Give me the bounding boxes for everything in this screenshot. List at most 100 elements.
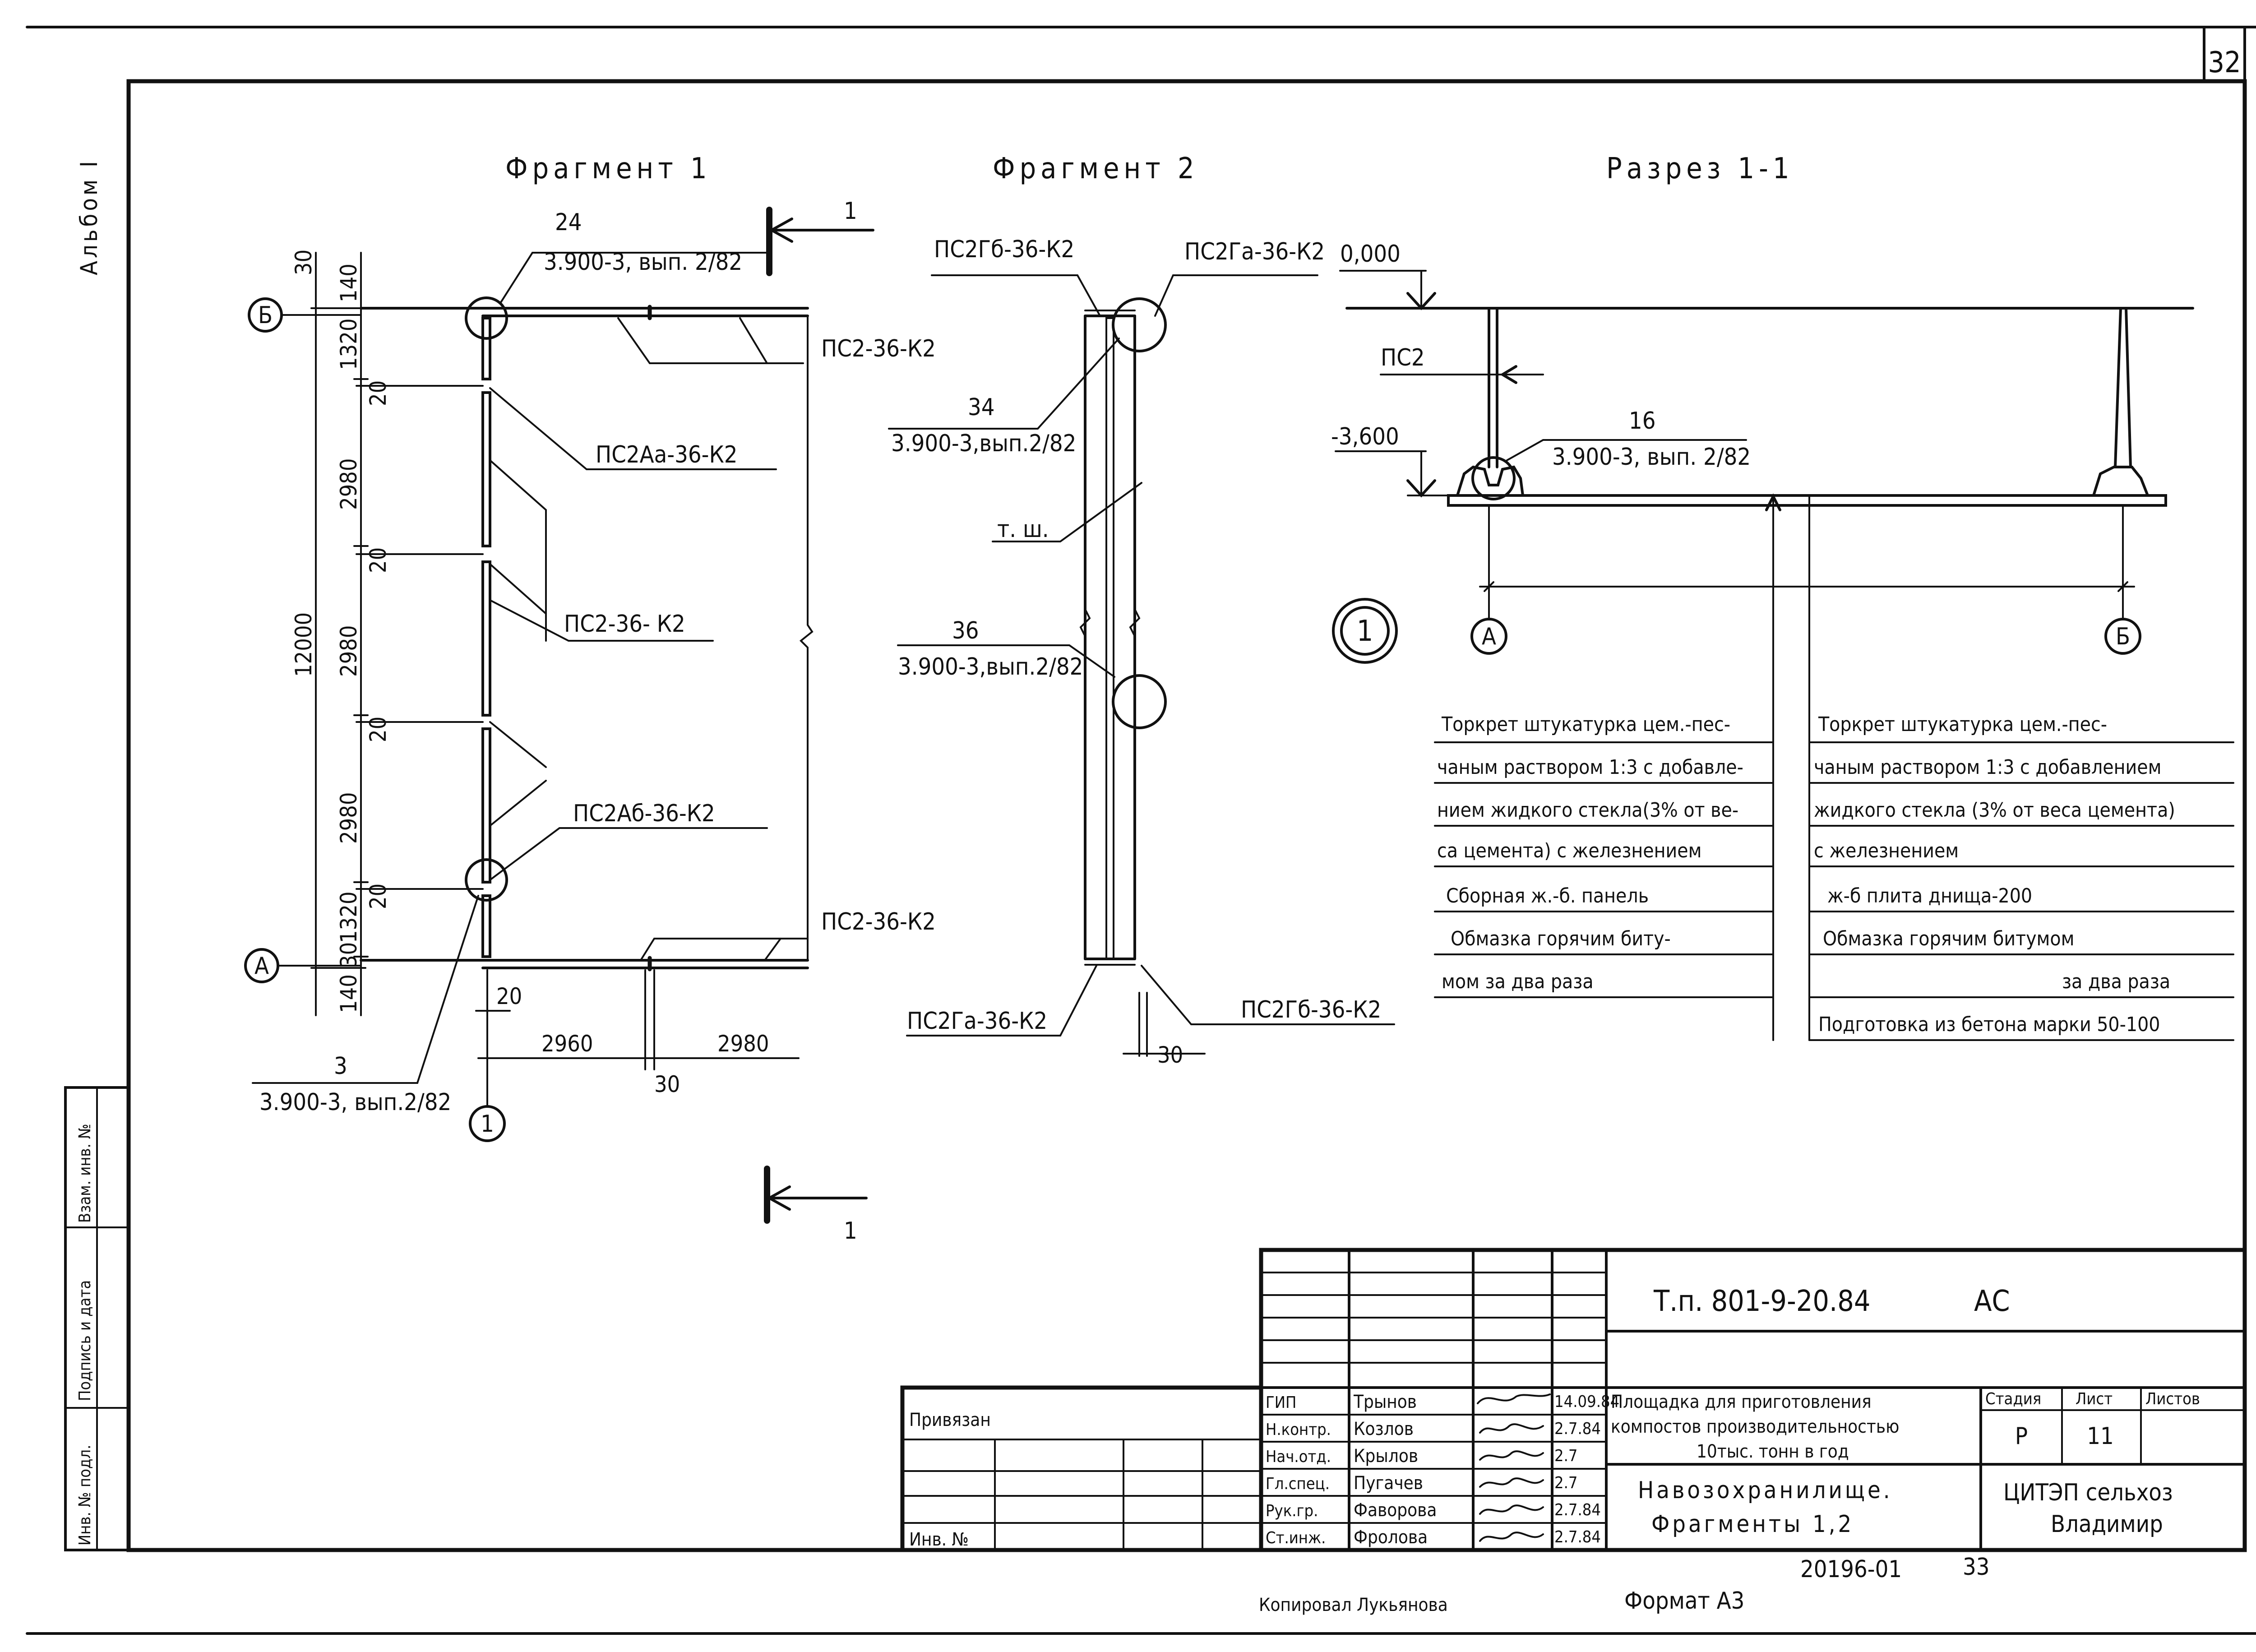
cut-arrow-top-number: 1 bbox=[844, 198, 857, 225]
section-mark-number: 1 bbox=[1357, 615, 1373, 648]
dim-2980-1: 2980 bbox=[336, 458, 362, 510]
label-tsh: т. ш. bbox=[997, 516, 1049, 543]
role-3-name: Крылов bbox=[1354, 1446, 1418, 1467]
dim-20-bottom: 20 bbox=[496, 983, 522, 1009]
callout-34-num: 34 bbox=[968, 394, 995, 421]
sheet-title-line-1: Навозохранилище. bbox=[1638, 1477, 1893, 1504]
stamp-signature-date: Подпись и дата bbox=[76, 1280, 94, 1401]
section-axis-a-bubble bbox=[1470, 618, 1507, 655]
axis-a-label: А bbox=[254, 953, 269, 980]
note-left-line-4: са цемента) с железнением bbox=[1437, 839, 1702, 862]
dim-30-gap: 30 bbox=[654, 1071, 680, 1097]
section-axis-a-label: А bbox=[1482, 623, 1496, 650]
fragment-1-bottom-dims bbox=[475, 969, 800, 1070]
role-5: Рук.гр. bbox=[1266, 1502, 1318, 1520]
role-2: Н.контр. bbox=[1266, 1421, 1331, 1439]
role-3: Нач.отд. bbox=[1266, 1448, 1331, 1466]
fragment-2-wall bbox=[1079, 297, 1206, 1057]
role-6-date: 2.7.84 bbox=[1554, 1528, 1601, 1546]
section-axis-b-bubble bbox=[2104, 618, 2141, 655]
cut-arrow-top bbox=[766, 207, 874, 276]
label-ps2a-a: ПС2Аа-36-К2 bbox=[596, 441, 738, 468]
axis-b-label: Б bbox=[258, 302, 273, 329]
dim-gap-20-1: 20 bbox=[365, 380, 391, 406]
sheet-title-line-2: Фрагменты 1,2 bbox=[1651, 1511, 1854, 1538]
dim-gap-20-4: 20 bbox=[365, 884, 391, 909]
dim-30-fragment-2: 30 bbox=[1157, 1042, 1183, 1068]
role-1-name: Трынов bbox=[1353, 1392, 1417, 1412]
heading-fragment-1: Фрагмент 1 bbox=[505, 152, 712, 185]
title-code: Т.п. 801-9-20.84 bbox=[1653, 1285, 1871, 1318]
stage-header: Стадия bbox=[1985, 1390, 2041, 1408]
role-6: Ст.инж. bbox=[1266, 1529, 1326, 1547]
note-left-line-3: нием жидкого стекла(3% от ве- bbox=[1437, 799, 1738, 822]
dim-30-top: 30 bbox=[291, 250, 317, 275]
dim-30-bottom: 30 bbox=[336, 942, 362, 968]
callout-16-ref: 3.900-3, вып. 2/82 bbox=[1552, 444, 1751, 471]
label-ps2g-b-top: ПС2Гб-36-К2 bbox=[934, 236, 1074, 263]
callout-24-ref: 3.900-3, вып. 2/82 bbox=[544, 249, 742, 276]
bound-label: Привязан bbox=[909, 1410, 991, 1430]
project-line-1: Площадка для приготовления bbox=[1611, 1392, 1872, 1412]
project-line-3: 10тыс. тонн в год bbox=[1697, 1441, 1849, 1462]
note-right-line-6: Обмазка горячим битумом bbox=[1823, 927, 2075, 950]
dim-2980-bottom: 2980 bbox=[717, 1031, 769, 1057]
role-4: Гл.спец. bbox=[1266, 1475, 1330, 1493]
copied-by: Копировал Лукьянова bbox=[1259, 1595, 1448, 1615]
label-ps2-top: ПС2-36-К2 bbox=[821, 335, 936, 362]
callout-36-ref: 3.900-3,вып.2/82 bbox=[898, 653, 1083, 680]
dim-2980-2: 2980 bbox=[336, 625, 362, 677]
role-4-date: 2.7 bbox=[1554, 1474, 1578, 1492]
album-label: Альбом I bbox=[76, 158, 103, 275]
fragment-1-leaders bbox=[252, 252, 809, 1084]
section-mark-inner bbox=[1340, 606, 1390, 656]
cut-arrow-bottom-number: 1 bbox=[844, 1217, 857, 1245]
role-3-date: 2.7 bbox=[1554, 1447, 1578, 1465]
dim-2980-3: 2980 bbox=[336, 792, 362, 844]
notes-left-frame bbox=[1434, 696, 1774, 998]
note-right-line-5: ж-б плита днища-200 bbox=[1827, 884, 2032, 907]
dim-140-top: 140 bbox=[336, 264, 362, 302]
project-line-2: компостов производительностью bbox=[1611, 1416, 1899, 1437]
section-drawing bbox=[1335, 270, 2194, 1041]
note-left-line-5: Сборная ж.-б. панель bbox=[1446, 884, 1649, 907]
note-right-line-3: жидкого стекла (3% от веса цемента) bbox=[1814, 799, 2175, 822]
dim-1320-bottom: 1320 bbox=[336, 892, 362, 943]
signatures bbox=[1477, 1393, 1551, 1542]
note-right-line-2: чаным раствором 1:3 с добавлением bbox=[1814, 756, 2161, 779]
elev-top: 0,000 bbox=[1340, 241, 1401, 268]
label-ps2g-b-bottom: ПС2Гб-36-К2 bbox=[1241, 996, 1381, 1023]
fragment-1-dim-chain bbox=[310, 252, 484, 1016]
callout-34-ref: 3.900-3,вып.2/82 bbox=[891, 430, 1076, 457]
role-1-date: 14.09.84 bbox=[1554, 1393, 1619, 1411]
axis-1-label: 1 bbox=[481, 1111, 494, 1138]
section-mark-outer bbox=[1332, 598, 1398, 664]
heading-fragment-2: Фрагмент 2 bbox=[993, 152, 1199, 185]
notes-right-frame bbox=[1808, 696, 2234, 1041]
dim-1320-top: 1320 bbox=[336, 319, 362, 370]
dim-gap-20-2: 20 bbox=[365, 547, 391, 573]
title-block-frame bbox=[900, 1248, 2247, 1552]
label-ps2a-b: ПС2Аб-36-К2 bbox=[573, 800, 715, 827]
stage-value: Р bbox=[2015, 1423, 2028, 1450]
stamp-replaced-inv: Взам. инв. № bbox=[76, 1124, 94, 1223]
dim-140-bottom: 140 bbox=[336, 974, 362, 1013]
elev-bottom: -3,600 bbox=[1331, 423, 1399, 450]
sheet-header: Лист bbox=[2076, 1390, 2113, 1408]
dim-gap-20-3: 20 bbox=[365, 717, 391, 742]
callout-16-num: 16 bbox=[1629, 407, 1656, 435]
callout-3-num: 3 bbox=[334, 1053, 347, 1080]
sheet-number: 32 bbox=[2208, 46, 2241, 79]
note-right-line-8: Подготовка из бетона марки 50-100 bbox=[1818, 1013, 2160, 1036]
note-left-line-2: чаным раствором 1:3 с добавле- bbox=[1437, 756, 1743, 779]
format-label: Формат А3 bbox=[1624, 1587, 1744, 1615]
org-line-2: Владимир bbox=[2051, 1511, 2163, 1538]
callout-24-num: 24 bbox=[555, 209, 582, 236]
inv-label: Инв. № bbox=[909, 1529, 969, 1550]
label-ps2g-a-top: ПС2Га-36-К2 bbox=[1184, 238, 1325, 265]
callout-36-num: 36 bbox=[952, 617, 979, 644]
note-right-line-1: Торкрет штукатурка цем.-пес- bbox=[1818, 713, 2107, 736]
dim-2960: 2960 bbox=[541, 1031, 593, 1057]
fragment-2-leaders bbox=[888, 274, 1395, 1037]
